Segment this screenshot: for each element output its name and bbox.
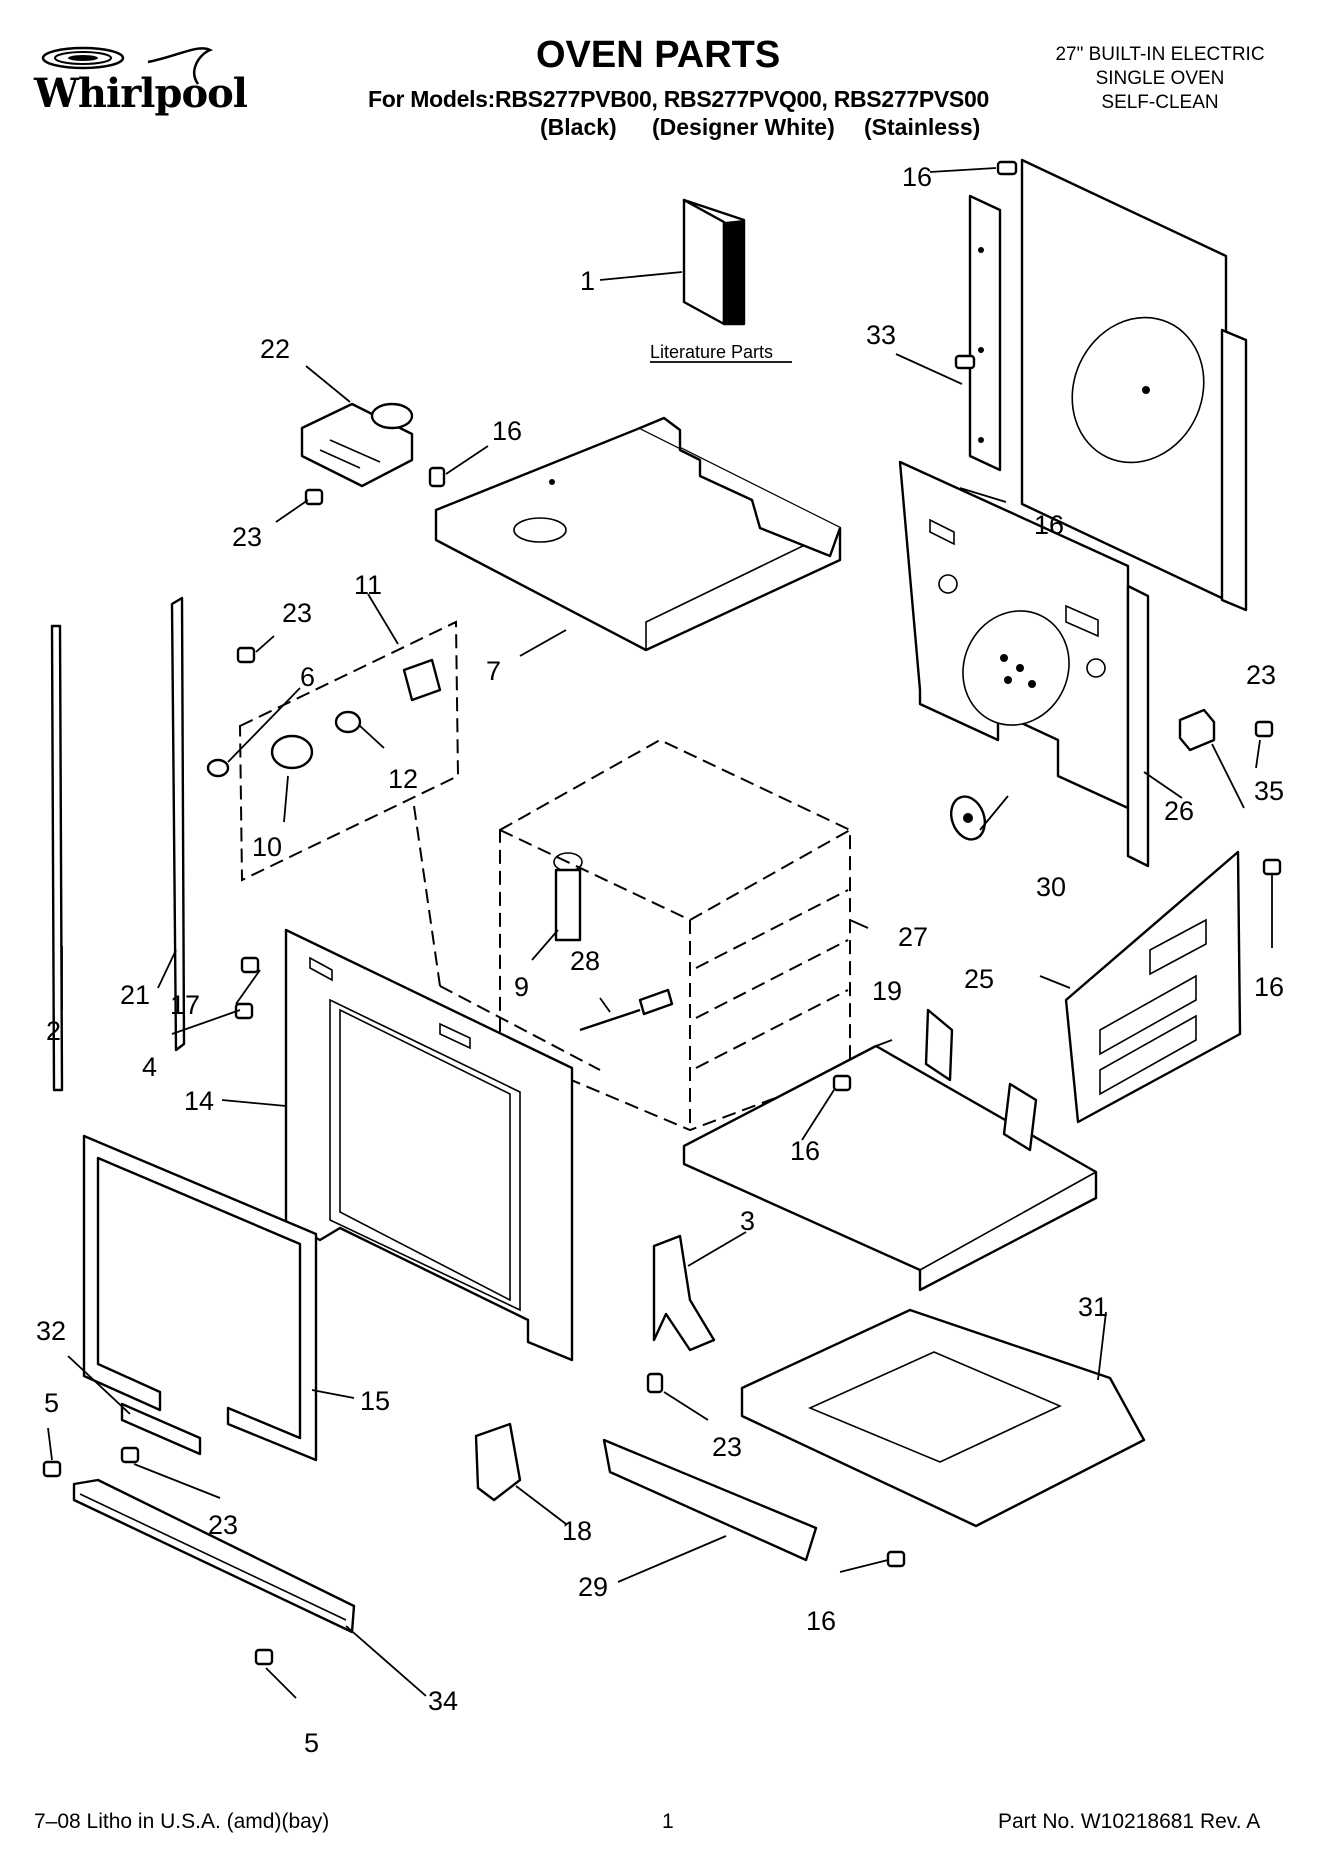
callout-17: 17 — [170, 990, 200, 1020]
callout-29: 29 — [578, 1572, 608, 1602]
callout-33: 33 — [866, 320, 896, 350]
callout-labels: 1 16 33 16 22 16 23 11 23 7 6 12 10 23 3… — [36, 162, 1284, 1758]
callout-21: 21 — [120, 980, 150, 1010]
callout-4: 4 — [142, 1052, 157, 1082]
part-push-button — [334, 710, 362, 734]
part-oven-sensor — [579, 988, 674, 1032]
part-switch — [402, 658, 442, 702]
callout-5-door: 5 — [44, 1388, 59, 1418]
part-latch-bracket — [1178, 708, 1216, 752]
page-title: OVEN PARTS — [536, 34, 781, 76]
part-side-trim-left — [50, 624, 64, 1092]
callout-12: 12 — [388, 764, 418, 794]
brand-wordmark: Whirlpool — [34, 70, 248, 117]
callout-23-relay: 23 — [232, 522, 262, 552]
callout-16-rear-mid: 16 — [1034, 510, 1064, 540]
callout-30: 30 — [1036, 872, 1066, 902]
footer-litho: 7–08 Litho in U.S.A. (amd)(bay) — [34, 1810, 330, 1833]
callout-23-trim: 23 — [282, 598, 312, 628]
part-vent — [120, 1402, 202, 1456]
callout-9: 9 — [514, 972, 529, 1002]
product-description-line2: SINGLE OVEN — [1095, 68, 1225, 89]
callout-27: 27 — [898, 922, 928, 952]
callout-31: 31 — [1078, 1292, 1108, 1322]
screws — [42, 160, 1282, 1666]
callout-1: 1 — [580, 266, 595, 296]
finish-stainless: (Stainless) — [864, 114, 981, 140]
product-description-line3: SELF-CLEAN — [1101, 92, 1219, 113]
finish-black: (Black) — [540, 114, 617, 140]
callout-22: 22 — [260, 334, 290, 364]
part-bezel — [206, 758, 230, 778]
leader-lines — [47, 167, 1273, 1699]
footer-part-number: Part No. W10218681 Rev. A — [998, 1810, 1261, 1833]
callout-26: 26 — [1164, 796, 1194, 826]
callout-10: 10 — [252, 832, 282, 862]
callout-6: 6 — [300, 662, 315, 692]
callout-34: 34 — [428, 1686, 458, 1716]
callout-16-side-panel: 16 — [1254, 972, 1284, 1002]
callout-5-trim: 5 — [304, 1728, 319, 1758]
part-side-trim-right — [170, 596, 186, 1052]
callout-16-bottom-panel: 16 — [790, 1136, 820, 1166]
part-lower-tray — [740, 1308, 1146, 1528]
callout-15: 15 — [360, 1386, 390, 1416]
callout-3: 3 — [740, 1206, 755, 1236]
callout-19: 19 — [872, 976, 902, 1006]
callout-16-top-panel: 16 — [492, 416, 522, 446]
part-bracket-b — [474, 1422, 522, 1502]
part-literature-booklet — [682, 198, 746, 326]
callout-23-door: 23 — [208, 1510, 238, 1540]
part-oven-frame — [284, 928, 574, 1362]
callout-23-bracket: 23 — [1246, 660, 1276, 690]
whirlpool-logo — [41, 46, 214, 85]
callout-7: 7 — [486, 656, 501, 686]
callout-16-tray: 16 — [806, 1606, 836, 1636]
part-side-panel — [1064, 850, 1242, 1124]
part-kick-panel — [602, 1438, 818, 1562]
product-description-line1: 27" BUILT-IN ELECTRIC — [1055, 44, 1265, 65]
model-list: For Models:RBS277PVB00, RBS277PVQ00, RBS… — [368, 86, 989, 112]
literature-parts-label: Literature Parts — [650, 342, 773, 362]
callout-2: 2 — [46, 1016, 61, 1046]
callout-18: 18 — [562, 1516, 592, 1546]
part-top-panel — [434, 416, 842, 652]
finish-designer-white: (Designer White) — [652, 114, 835, 140]
callout-14: 14 — [184, 1086, 214, 1116]
part-bracket-a — [652, 1234, 716, 1352]
part-door-trim — [72, 1478, 356, 1634]
callout-28: 28 — [570, 946, 600, 976]
control-group-outline — [238, 620, 460, 882]
part-rear-panel — [968, 158, 1248, 612]
part-rear-heat-shield — [898, 460, 1150, 868]
callout-16-rear-top: 16 — [902, 162, 932, 192]
part-thermal-fuse — [949, 795, 987, 841]
callout-25: 25 — [964, 964, 994, 994]
part-bottom-panel — [682, 1008, 1098, 1292]
callout-32: 32 — [36, 1316, 66, 1346]
callout-23-kick: 23 — [712, 1432, 742, 1462]
footer-page-number: 1 — [662, 1810, 674, 1833]
callout-11: 11 — [354, 570, 382, 600]
part-door-gasket — [82, 1134, 318, 1462]
callout-35: 35 — [1254, 776, 1284, 806]
part-knob — [270, 734, 314, 770]
part-latch-assembly — [300, 402, 414, 488]
